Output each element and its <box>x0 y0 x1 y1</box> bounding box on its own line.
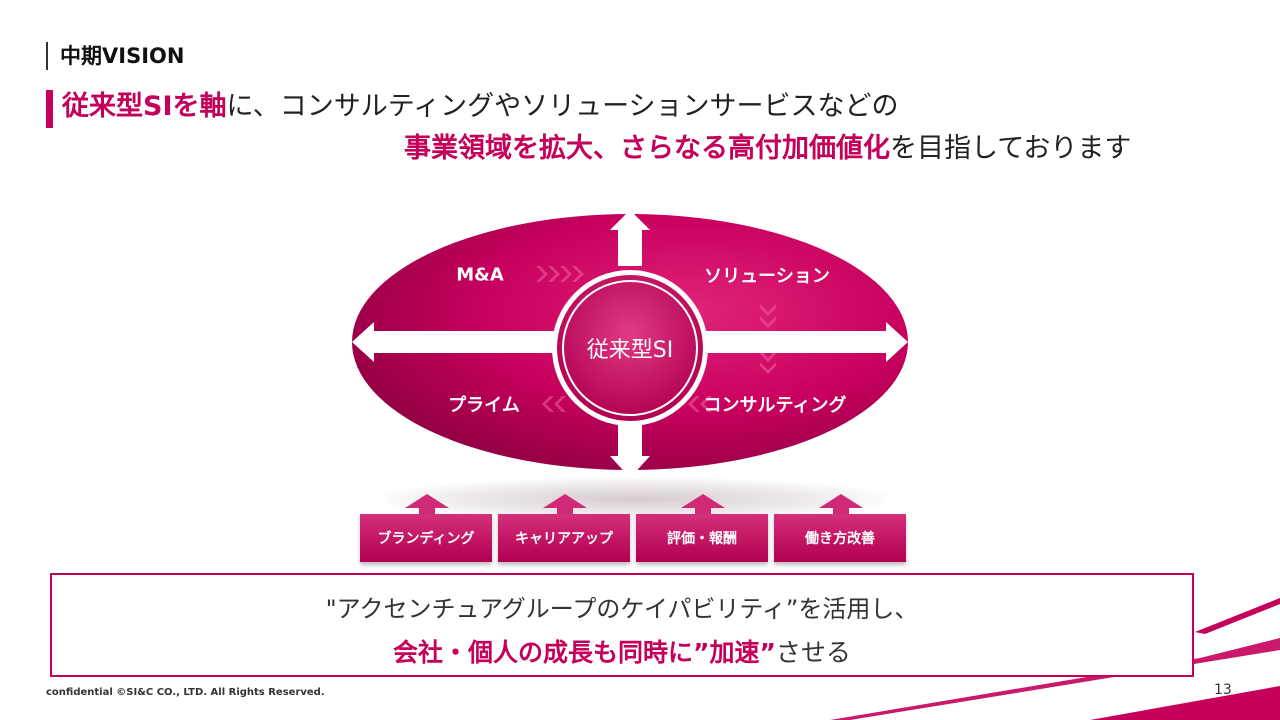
headline-line-2: 事業領域を拡大、さらなる高付加価値化を目指しております <box>404 130 1131 168</box>
arrow-down <box>610 420 650 478</box>
headline-line-1-rest: に、コンサルティングやソリューションサービスなどの <box>226 91 899 122</box>
arrow-up <box>610 210 650 266</box>
label-prime: プライム <box>448 395 520 416</box>
headline-line-1: 従来型SIを軸に、コンサルティングやソリューションサービスなどの <box>62 88 899 126</box>
headline-line-2-rest: を目指しております <box>890 133 1132 164</box>
pillar-arrow-2 <box>543 494 587 514</box>
vision-diagram: 従来型SI M&A ソリューション プライム コンサルティング <box>340 200 920 500</box>
label-solution: ソリューション <box>704 266 830 287</box>
arrow-left <box>352 322 554 362</box>
chevrons-bottom <box>542 396 712 412</box>
label-ma: M&A <box>456 264 504 286</box>
pillar-workstyle: 働き方改善 <box>774 514 906 562</box>
headline-accent-bar <box>46 90 53 128</box>
message-line-2-rest: させる <box>775 638 851 667</box>
platform-shadow <box>385 478 885 520</box>
pillar-branding: ブランディング <box>360 514 492 562</box>
pillar-arrow-4 <box>819 494 863 514</box>
center-label: 従来型SI <box>586 338 674 363</box>
page-number: 13 <box>1214 682 1232 698</box>
headline-line-1-accent: 従来型SIを軸 <box>62 91 227 122</box>
message-line-1: "アクセンチュアグループのケイパビリティ”を活用し、 <box>325 595 919 623</box>
pillar-arrow-1 <box>405 494 449 514</box>
chevrons-top <box>536 266 584 282</box>
pillar-career-up: キャリアアップ <box>498 514 630 562</box>
headline-line-2-accent: 事業領域を拡大、さらなる高付加価値化 <box>404 133 890 164</box>
message-line-2: 会社・個人の成長も同時に”加速”させる <box>52 633 1192 669</box>
pillar-arrow-3 <box>681 494 725 514</box>
message-box: "アクセンチュアグループのケイパビリティ”を活用し、 会社・個人の成長も同時に”… <box>50 573 1194 677</box>
direction-arrows <box>352 210 908 478</box>
pillar-evaluation: 評価・報酬 <box>636 514 768 562</box>
label-consulting: コンサルティング <box>703 395 847 416</box>
footer-copyright: confidential ©SI&C CO., LTD. All Rights … <box>46 687 325 698</box>
section-title: 中期VISION <box>46 42 184 70</box>
center-circle-ring <box>562 280 698 416</box>
vision-ellipse-graphic <box>352 210 908 478</box>
center-circle-inner <box>557 275 703 421</box>
arrow-right <box>706 322 908 362</box>
chevrons-right <box>760 304 776 374</box>
message-line-2-accent: 会社・個人の成長も同時に”加速” <box>393 638 776 667</box>
